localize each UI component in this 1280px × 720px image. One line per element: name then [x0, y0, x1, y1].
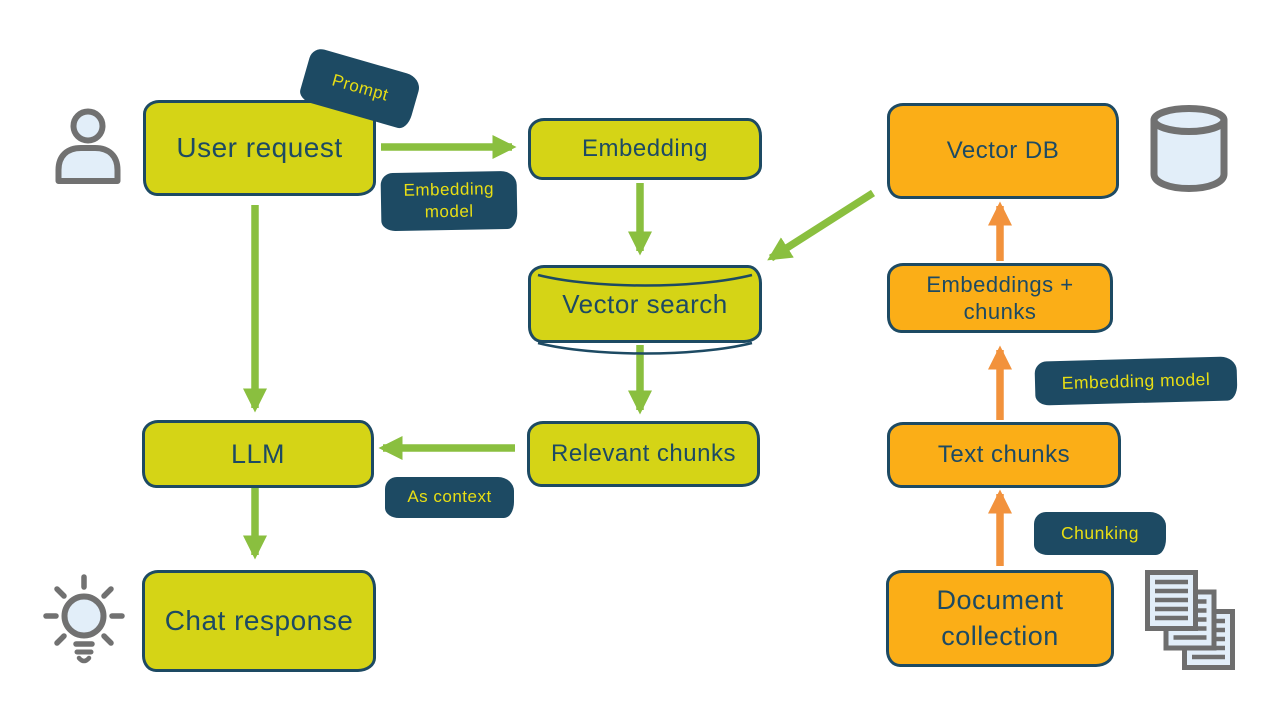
annotation-embedding-model-indexing: Embedding model: [1034, 356, 1238, 406]
node-vector-db: Vector DB: [887, 103, 1119, 199]
node-user-request: User request: [143, 100, 376, 196]
node-embeddings-chunks: Embeddings + chunks: [887, 263, 1113, 333]
node-vector-search-label: Vector search: [562, 288, 728, 319]
node-text-chunks: Text chunks: [887, 422, 1121, 488]
node-document-collection: Document collection: [886, 570, 1114, 667]
arrow-vector-db-to-vector-search: [767, 189, 876, 262]
node-relevant-chunks: Relevant chunks: [527, 421, 760, 487]
node-llm: LLM: [142, 420, 374, 488]
database-icon: [1150, 105, 1228, 193]
user-icon: [55, 108, 121, 184]
lightbulb-icon: [43, 574, 125, 664]
annotation-embedding-model-query: Embedding model: [380, 170, 518, 232]
node-chat-response: Chat response: [142, 570, 376, 672]
node-vector-search: Vector search: [528, 265, 762, 355]
node-embedding: Embedding: [528, 118, 762, 180]
documents-icon: [1145, 570, 1235, 670]
annotation-as-context: As context: [385, 477, 514, 518]
annotation-chunking: Chunking: [1034, 512, 1166, 555]
